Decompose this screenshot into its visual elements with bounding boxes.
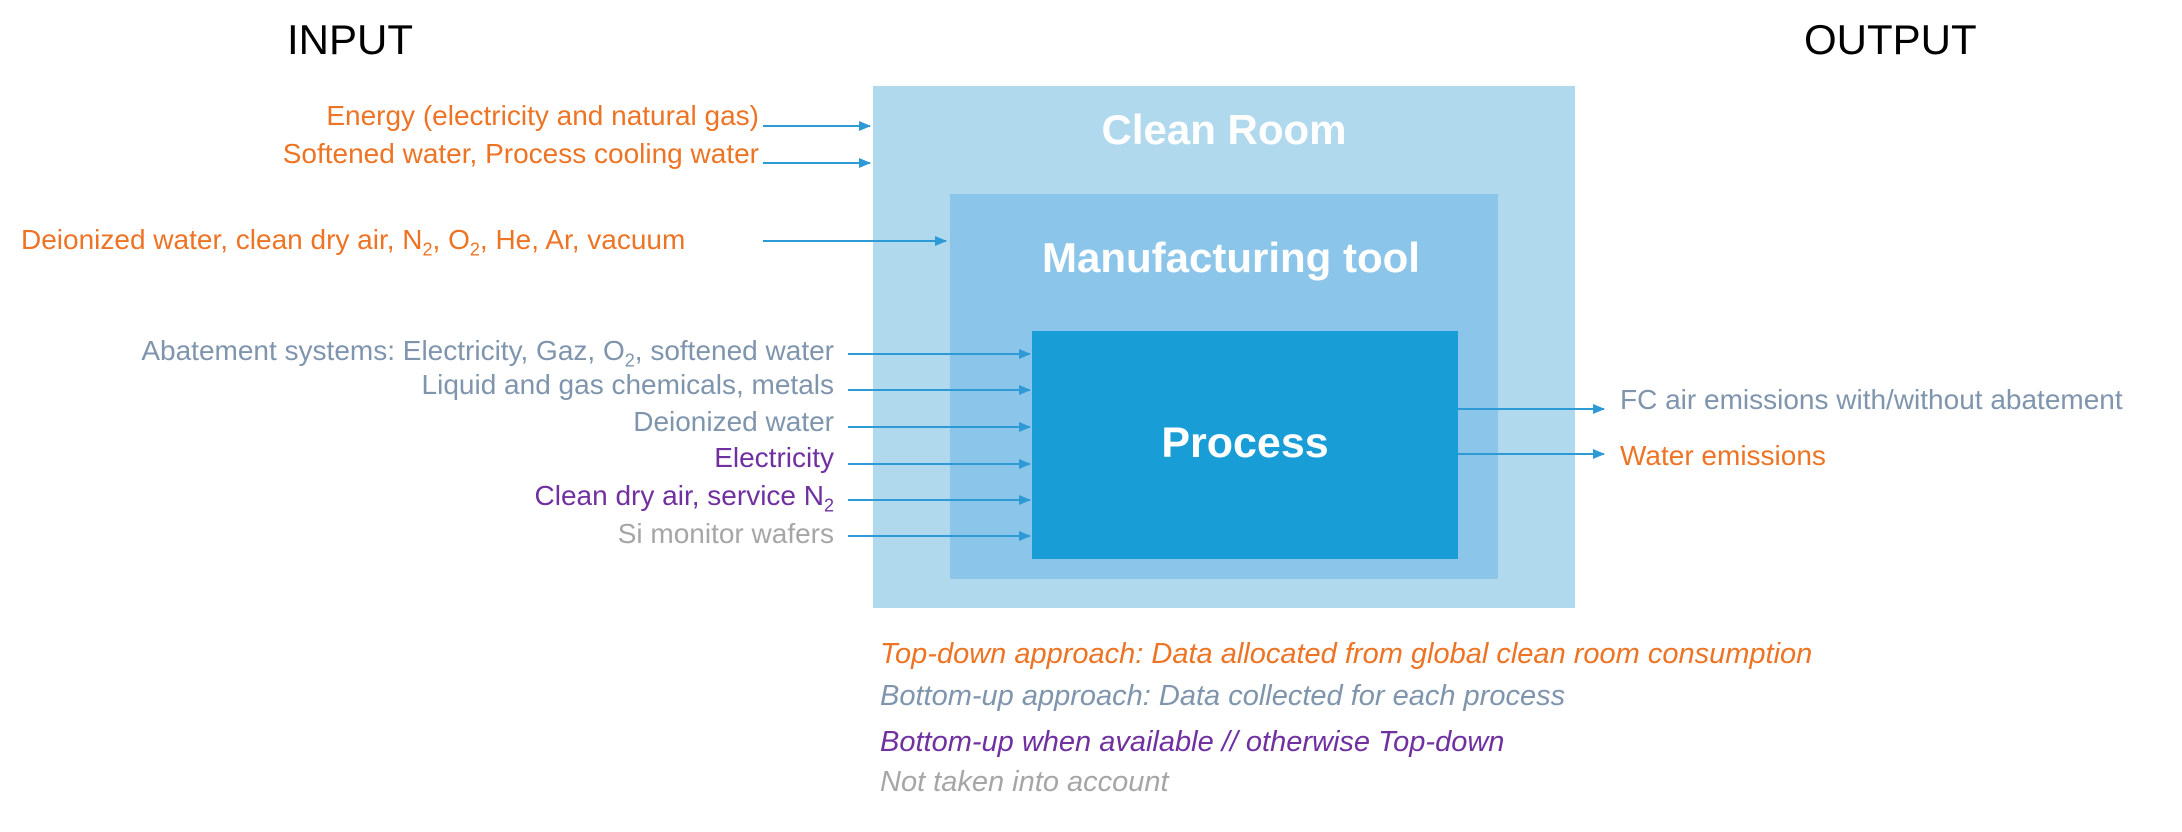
subscript: 2 [422,239,433,260]
input-energy: Energy (electricity and natural gas) [326,100,759,131]
legend-not-counted: Not taken into account [880,766,1169,798]
legend-bottom-up: Bottom-up approach: Data collected for e… [880,680,1566,712]
input-deionized-gases-part: , O [432,224,470,255]
manufacturing-tool-title: Manufacturing tool [1042,234,1420,281]
output-fc-air: FC air emissions with/without abatement [1620,384,2123,415]
legend-mixed: Bottom-up when available // otherwise To… [880,726,1505,758]
subscript: 2 [624,350,635,371]
process-title: Process [1161,419,1329,467]
subscript: 2 [823,495,834,516]
subscript: 2 [469,239,480,260]
input-abatement-part: , softened water [634,335,834,366]
input-clean-dry-air-part: Clean dry air, service N [534,480,824,511]
input-si-wafers: Si monitor wafers [617,518,834,549]
output-water: Water emissions [1620,440,1826,471]
input-clean-dry-air: Clean dry air, service N2 [535,480,834,517]
input-deionized-gases-part: Deionized water, clean dry air, N [21,224,423,255]
input-deionized-water: Deionized water [633,406,834,437]
input-abatement: Abatement systems: Electricity, Gaz, O2,… [141,335,834,372]
input-heading: INPUT [287,16,413,63]
input-deionized-gases-part: , He, Ar, vacuum [479,224,686,255]
input-abatement-part: Abatement systems: Electricity, Gaz, O [141,335,625,366]
output-heading: OUTPUT [1804,16,1977,63]
process-box: Process [1032,331,1458,559]
input-electricity: Electricity [714,442,834,473]
input-softened-water: Softened water, Process cooling water [282,138,759,169]
input-deionized-gases: Deionized water, clean dry air, N2, O2, … [21,224,685,261]
input-chemicals: Liquid and gas chemicals, metals [421,369,834,400]
clean-room-title: Clean Room [1101,106,1347,153]
legend-top-down: Top-down approach: Data allocated from g… [880,638,1813,670]
